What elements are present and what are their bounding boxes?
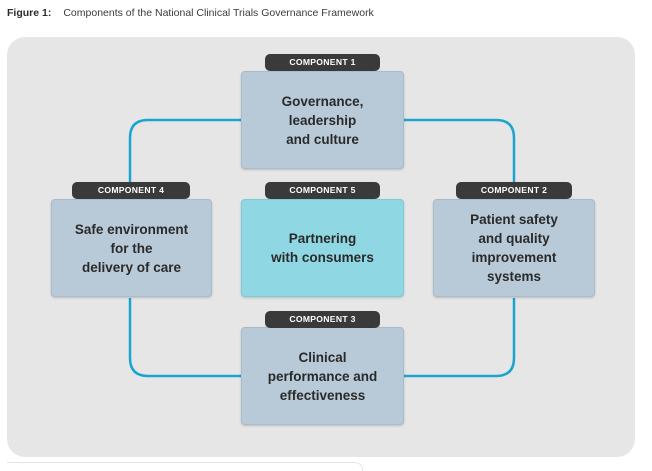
component-2-tag: COMPONENT 2 (456, 182, 572, 199)
connector-4-to-3 (128, 298, 241, 378)
component-1-text: Governance, leadership and culture (281, 93, 364, 147)
component-3-tag: COMPONENT 3 (265, 311, 380, 328)
figure-title: Components of the National Clinical Tria… (63, 7, 374, 19)
component-2-box: Patient safety and quality improvement s… (433, 199, 595, 297)
component-3-box: Clinical performance and effectiveness (241, 327, 404, 425)
connector-1-to-4 (128, 118, 241, 182)
component-1-box: Governance, leadership and culture (241, 71, 404, 169)
connector-2-to-3 (404, 298, 516, 378)
component-2-text: Patient safety and quality improvement s… (470, 212, 558, 284)
component-1-tag: COMPONENT 1 (265, 54, 380, 71)
component-4-text: Safe environment for the delivery of car… (74, 221, 189, 275)
component-4-tag: COMPONENT 4 (72, 182, 190, 199)
connector-1-to-2 (404, 118, 516, 182)
figure-label: Figure 1: (7, 7, 52, 19)
figure-caption: Figure 1: Components of the National Clin… (7, 7, 374, 19)
component-4-box: Safe environment for the delivery of car… (51, 199, 212, 297)
component-3-text: Clinical performance and effectiveness (267, 349, 378, 403)
component-5-box: Partnering with consumers (241, 199, 404, 297)
component-5-tag: COMPONENT 5 (265, 182, 380, 199)
component-5-text: Partnering with consumers (271, 231, 374, 265)
page-edge-decoration (7, 462, 363, 471)
